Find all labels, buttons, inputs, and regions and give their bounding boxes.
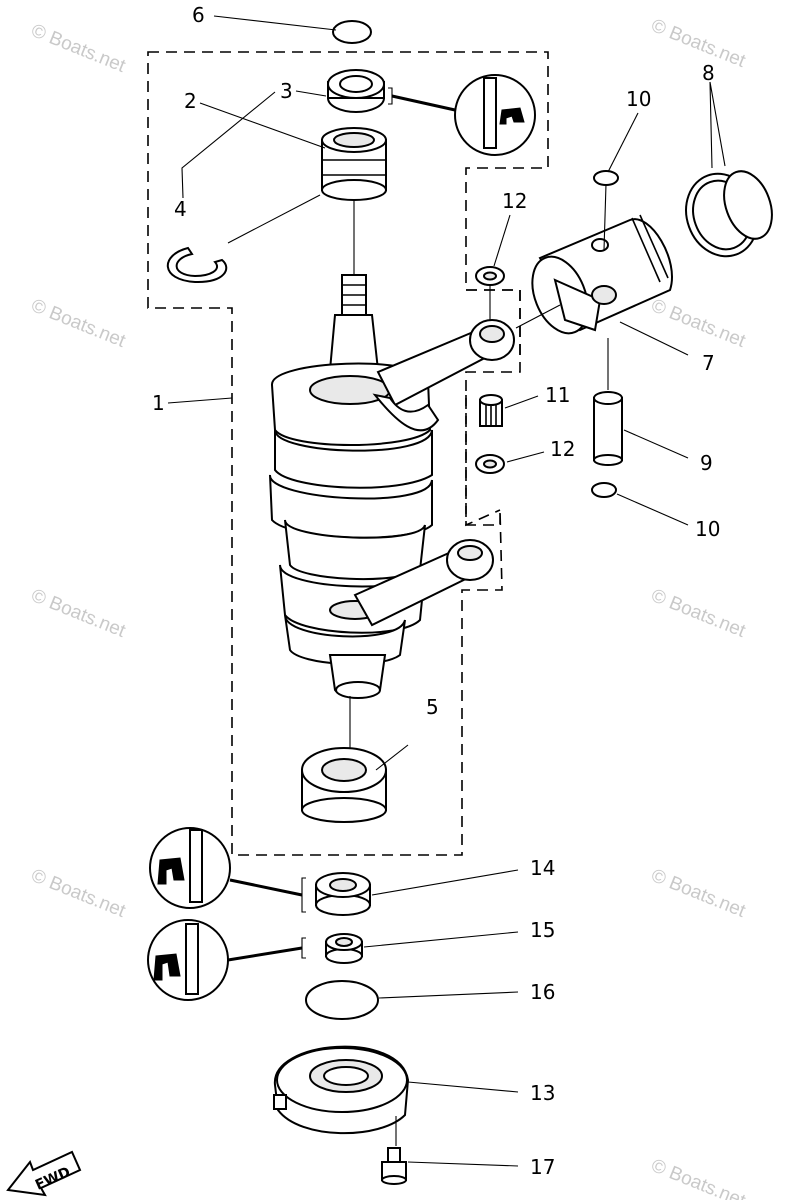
- part-6-o-ring: [332, 20, 372, 44]
- callout-16: 16: [530, 980, 555, 1004]
- callout-1: 1: [152, 391, 165, 415]
- part-9-piston-pin: [593, 391, 623, 466]
- crankshaft: [268, 200, 433, 699]
- part-14-oil-seal: [315, 872, 371, 916]
- part-4-circlip: [166, 246, 228, 284]
- part-13-bearing-housing: [273, 1045, 410, 1135]
- part-3-oil-seal: [327, 69, 385, 113]
- callout-9: 9: [700, 451, 713, 475]
- callout-15: 15: [530, 918, 555, 942]
- grease-symbol-icon-bottom: [147, 919, 229, 1001]
- part-10-clip-upper: [593, 170, 619, 186]
- watermark-3: © Boats.net: [28, 295, 129, 352]
- grease-symbol-icon-mid: [149, 827, 231, 909]
- part-8-piston-rings: [685, 170, 773, 258]
- part-17-screw: [381, 1147, 407, 1185]
- grease-symbol-icon-top: [454, 74, 536, 156]
- callout-4: 4: [174, 197, 187, 221]
- watermark-1: © Boats.net: [28, 20, 129, 77]
- callout-7: 7: [702, 351, 715, 375]
- callout-17: 17: [530, 1155, 555, 1179]
- fwd-direction-arrow: FWD: [6, 1150, 82, 1197]
- callout-2: 2: [184, 89, 197, 113]
- callout-13: 13: [530, 1081, 555, 1105]
- leader-lines: [167, 15, 726, 1167]
- callout-14: 14: [530, 856, 555, 880]
- part-11-needle-bearing: [479, 394, 503, 427]
- pin-bearing-boundary: [465, 289, 521, 527]
- callout-8: 8: [702, 61, 715, 85]
- watermark-4: © Boats.net: [648, 295, 749, 352]
- watermark-9: © Boats.net: [648, 1155, 749, 1200]
- callout-6: 6: [192, 3, 205, 27]
- watermark-8: © Boats.net: [648, 865, 749, 922]
- callout-numbers: 6 3 2 4 1 5 10 8 12 7 11 12 9 10 14 15 1…: [152, 3, 720, 1179]
- part-15-seal: [325, 933, 363, 964]
- part-16-o-ring: [305, 980, 379, 1020]
- watermark-6: © Boats.net: [648, 585, 749, 642]
- lower-connecting-rod: [353, 539, 494, 627]
- callout-3: 3: [280, 79, 293, 103]
- callout-12-lower: 12: [550, 437, 575, 461]
- part-2-bearing: [321, 127, 387, 201]
- watermark-5: © Boats.net: [28, 585, 129, 642]
- watermark-2: © Boats.net: [648, 15, 749, 72]
- part-7-piston: [531, 214, 673, 335]
- part-5-bearing: [301, 747, 387, 823]
- watermark-7: © Boats.net: [28, 865, 129, 922]
- part-10-clip-lower: [591, 482, 617, 498]
- upper-connecting-rod: [372, 319, 515, 432]
- callout-5: 5: [426, 695, 439, 719]
- callout-12-upper: 12: [502, 189, 527, 213]
- callout-10-lower: 10: [695, 517, 720, 541]
- callout-11: 11: [545, 383, 570, 407]
- callout-10-upper: 10: [626, 87, 651, 111]
